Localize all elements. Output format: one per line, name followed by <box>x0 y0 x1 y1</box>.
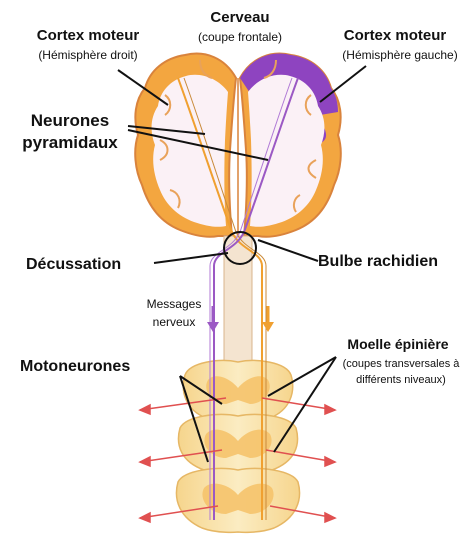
message-arrows <box>207 306 274 332</box>
arrow-orange-head <box>262 322 274 332</box>
label-cortex-right: Cortex moteur <box>344 27 447 44</box>
spinal-cord-section-2 <box>177 413 299 476</box>
label-cortex-right-sub: (Hémisphère gauche) <box>342 48 457 62</box>
tract-orange-parallel <box>183 77 267 520</box>
labels: Cerveau (coupe frontale) Cortex moteur (… <box>20 9 460 386</box>
arrow-purple-head <box>207 322 219 332</box>
label-nerveux: nerveux <box>153 315 196 329</box>
pointer-moelle-1 <box>267 356 337 397</box>
pointer-neurones-2 <box>127 129 269 161</box>
decussation-circle <box>223 231 257 265</box>
label-cortex-left-sub: (Hémisphère droit) <box>38 48 137 62</box>
pointer-decussation <box>153 252 229 264</box>
corticospinal-tracts <box>177 77 299 520</box>
pointer-cortex-right <box>319 65 367 103</box>
left-white-matter <box>151 74 228 227</box>
tract-purple-parallel <box>209 77 293 520</box>
label-cortex-left: Cortex moteur <box>37 27 140 44</box>
pointer-motoneurones-2 <box>179 375 209 463</box>
label-cerveau: Cerveau <box>210 9 269 26</box>
label-motoneurones: Motoneurones <box>20 358 130 375</box>
tract-right-hemisphere-orange <box>177 77 263 520</box>
label-coupe-frontale: (coupe frontale) <box>198 30 282 44</box>
spinal-cord-section-1 <box>182 359 294 424</box>
label-neurones: Neurones <box>31 111 109 130</box>
brain-gyri <box>159 59 317 213</box>
right-white-matter <box>248 74 325 227</box>
pointer-neurones-1 <box>127 125 206 135</box>
label-bulbe: Bulbe rachidien <box>318 253 438 270</box>
pointer-moelle-2 <box>273 356 337 453</box>
spinal-cord <box>175 235 301 534</box>
label-messages: Messages <box>147 297 202 311</box>
spinal-cord-section-3 <box>175 467 301 534</box>
label-decussation: Décussation <box>26 256 121 273</box>
pointer-bulbe <box>257 239 319 262</box>
pointer-motoneurones-1 <box>179 375 223 405</box>
label-pyramidaux: pyramidaux <box>22 133 118 152</box>
label-moelle: Moelle épinière <box>347 336 448 352</box>
label-moelle-sub2: différents niveaux) <box>356 374 446 386</box>
spinal-cord-column <box>223 235 253 367</box>
motor-axons <box>138 397 337 524</box>
label-moelle-sub1: (coupes transversales à <box>343 358 461 370</box>
brain-frontal-section <box>134 52 342 238</box>
tract-left-hemisphere-purple <box>213 77 299 520</box>
pointer-lines <box>117 65 367 463</box>
right-motor-cortex-purple <box>240 53 338 115</box>
pointer-cortex-left <box>117 69 169 106</box>
